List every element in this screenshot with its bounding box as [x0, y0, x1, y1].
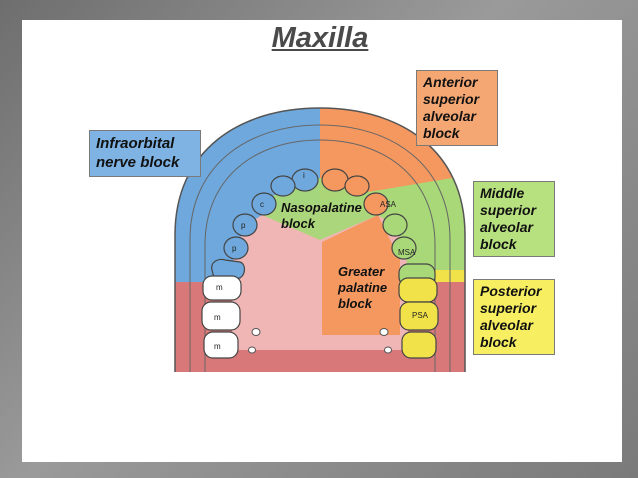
tooth-incisor-right-2	[344, 175, 370, 197]
tooth-label-premolar-1: p	[241, 221, 246, 230]
nasopalatine-label: Nasopalatine block	[281, 200, 362, 231]
tooth-premolar-right-2	[391, 236, 417, 260]
tooth-molar-right-2	[399, 301, 439, 331]
tooth-premolar-right-1	[382, 213, 408, 237]
greater-palatine-zone	[322, 215, 400, 335]
tooth-incisor-left-2	[270, 175, 296, 197]
tooth-molar-right-3	[401, 331, 437, 359]
zone-tag-msa: MSA	[398, 248, 416, 257]
teeth-group	[201, 168, 439, 359]
tooth-canine-right	[363, 192, 389, 216]
tooth-label-molar-1: m	[216, 283, 223, 292]
tooth-premolar-left-2	[223, 236, 249, 260]
tooth-label-incisor: i	[303, 171, 305, 180]
tooth-canine-left	[251, 192, 277, 216]
tooth-molar-left-1	[202, 275, 242, 301]
msa-callout: Middle superior alveolar block	[473, 181, 555, 257]
tooth-label-premolar-2: p	[232, 244, 237, 253]
tooth-incisor-right-1	[321, 168, 349, 192]
asa-callout: Anterior superior alveolar block	[416, 70, 498, 146]
arch-inner-outline	[189, 124, 451, 372]
greater-palatine-label: Greater palatine block	[338, 264, 388, 311]
tooth-molar-left-3	[203, 331, 239, 359]
zone-tag-asa: ASA	[380, 200, 397, 209]
tooth-molar-right-1	[398, 277, 438, 303]
arch-gum-line	[204, 139, 436, 372]
tooth-molar-left-2	[201, 301, 241, 331]
tooth-incisor-left-1	[291, 168, 319, 192]
psa-callout: Posterior superior alveolar block	[473, 279, 555, 355]
zone-tag-psa: PSA	[412, 311, 429, 320]
page-title: Maxilla	[271, 22, 369, 54]
tooth-label-canine: c	[260, 200, 264, 209]
tooth-label-molar-3: m	[214, 342, 221, 351]
tooth-premolar-left-1	[232, 213, 258, 237]
tooth-label-molar-2: m	[214, 313, 221, 322]
palatine-foramina	[248, 328, 392, 354]
infraorbital-callout: Infraorbital nerve block	[89, 130, 201, 177]
